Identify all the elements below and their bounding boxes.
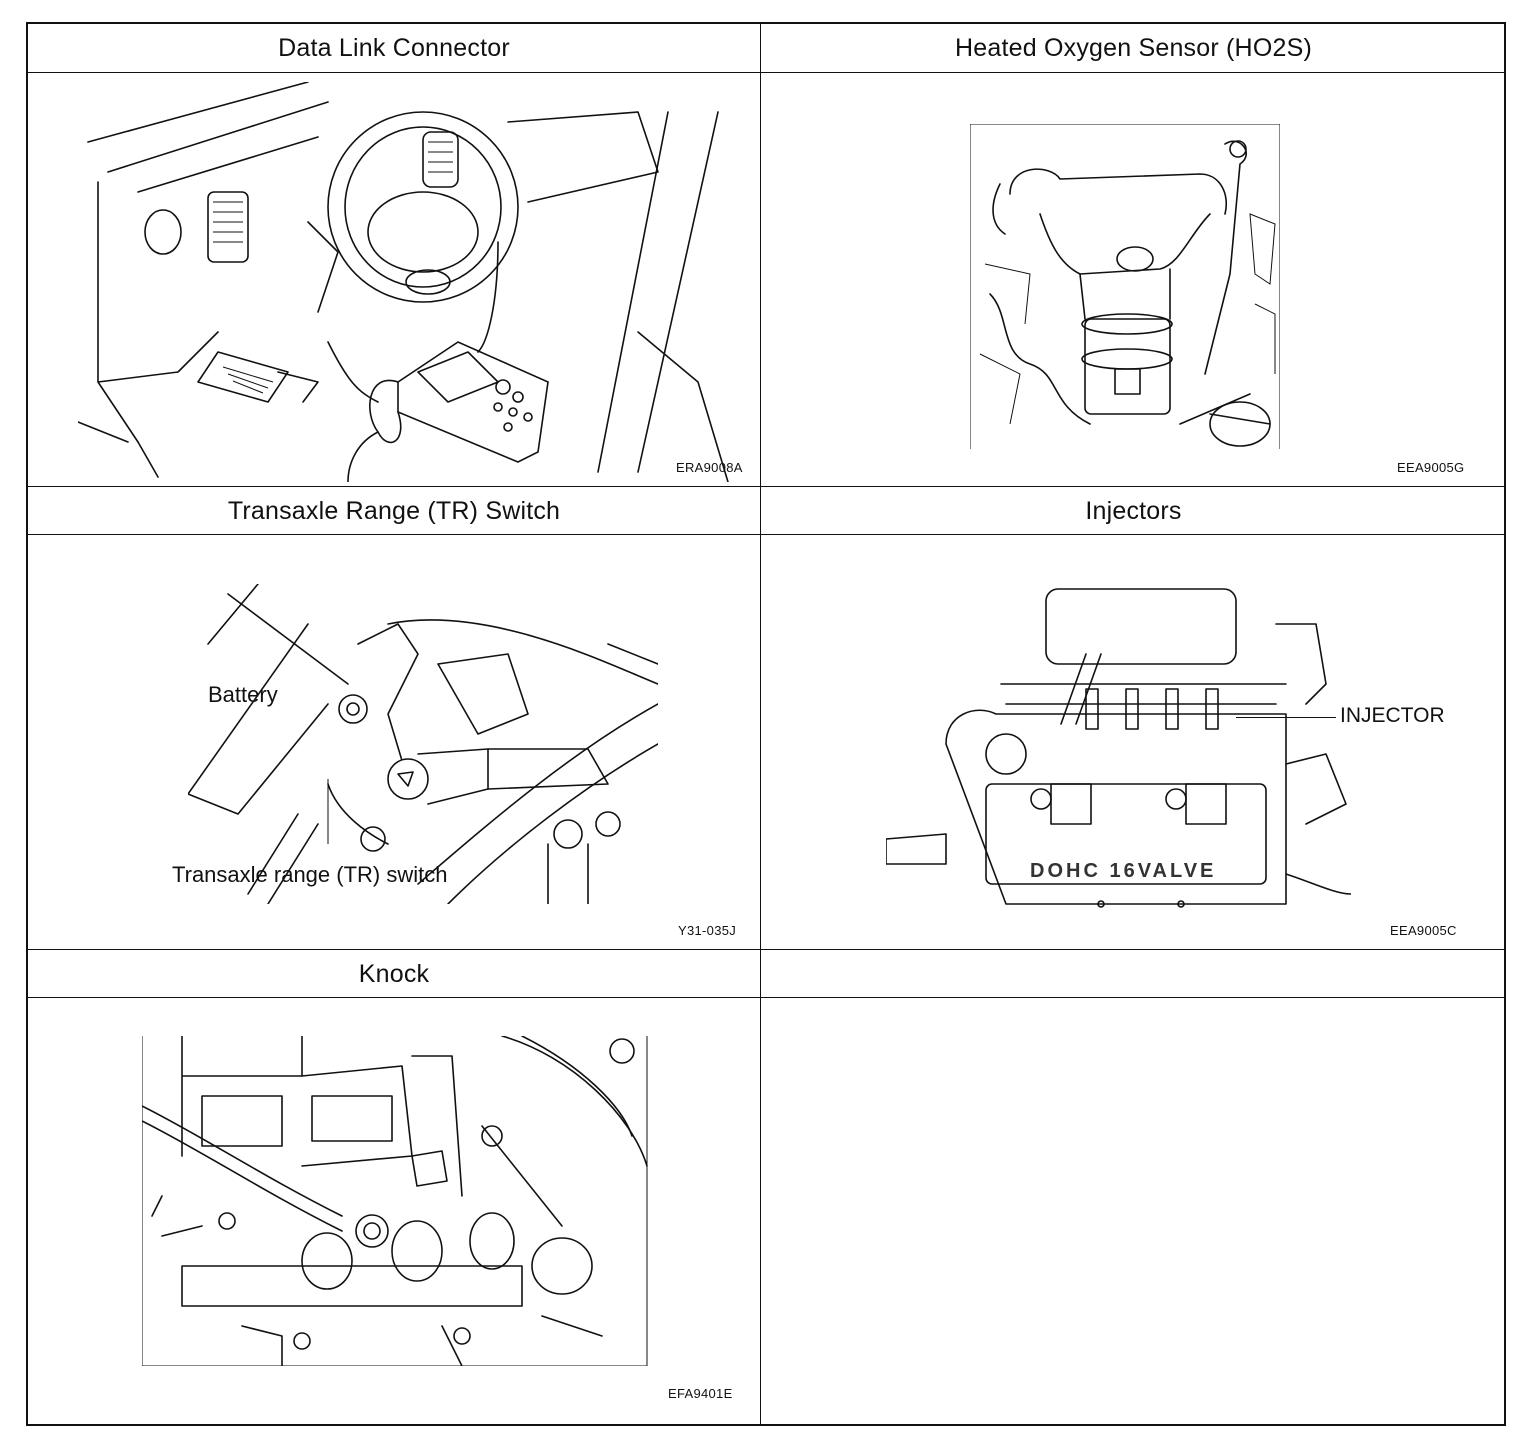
panel-title-data-link-connector: Data Link Connector <box>278 33 510 62</box>
empty-panel-title <box>761 950 1506 998</box>
injector-leader-line <box>1236 717 1336 718</box>
row-divider <box>28 72 1504 73</box>
panel-title-injectors: Injectors <box>1085 496 1182 525</box>
row-divider <box>28 534 1504 535</box>
panel-title-tr-switch: Transaxle Range (TR) Switch <box>227 496 561 525</box>
figure-code: EEA9005G <box>1397 460 1465 475</box>
panel-title-knock: Knock <box>358 959 430 988</box>
transaxle-range-switch-illustration <box>187 583 659 905</box>
row-divider <box>28 997 1504 998</box>
panel-title-ho2s: Heated Oxygen Sensor (HO2S) <box>955 33 1312 62</box>
row-divider <box>28 486 1504 487</box>
knock-sensor-illustration <box>141 1035 652 1367</box>
dashboard-scan-tool-illustration <box>77 81 738 483</box>
figure-code: EEA9005C <box>1390 923 1457 938</box>
component-location-sheet: Data Link Connector Heated Oxygen Sensor… <box>26 22 1506 1426</box>
column-divider <box>760 24 761 1424</box>
tr-switch-label: Transaxle range (TR) switch <box>172 862 448 887</box>
dohc-engraving: DOHC 16VALVE <box>1030 860 1217 882</box>
row-divider <box>28 949 1504 950</box>
figure-code: EFA9401E <box>668 1386 733 1401</box>
figure-code: ERA9008A <box>676 460 743 475</box>
figure-code: Y31-035J <box>678 923 737 938</box>
injector-label: INJECTOR <box>1340 704 1445 727</box>
dohc-engine-injector-illustration <box>885 584 1352 914</box>
battery-label: Battery <box>208 682 278 707</box>
exhaust-manifold-ho2s-illustration <box>969 123 1281 449</box>
